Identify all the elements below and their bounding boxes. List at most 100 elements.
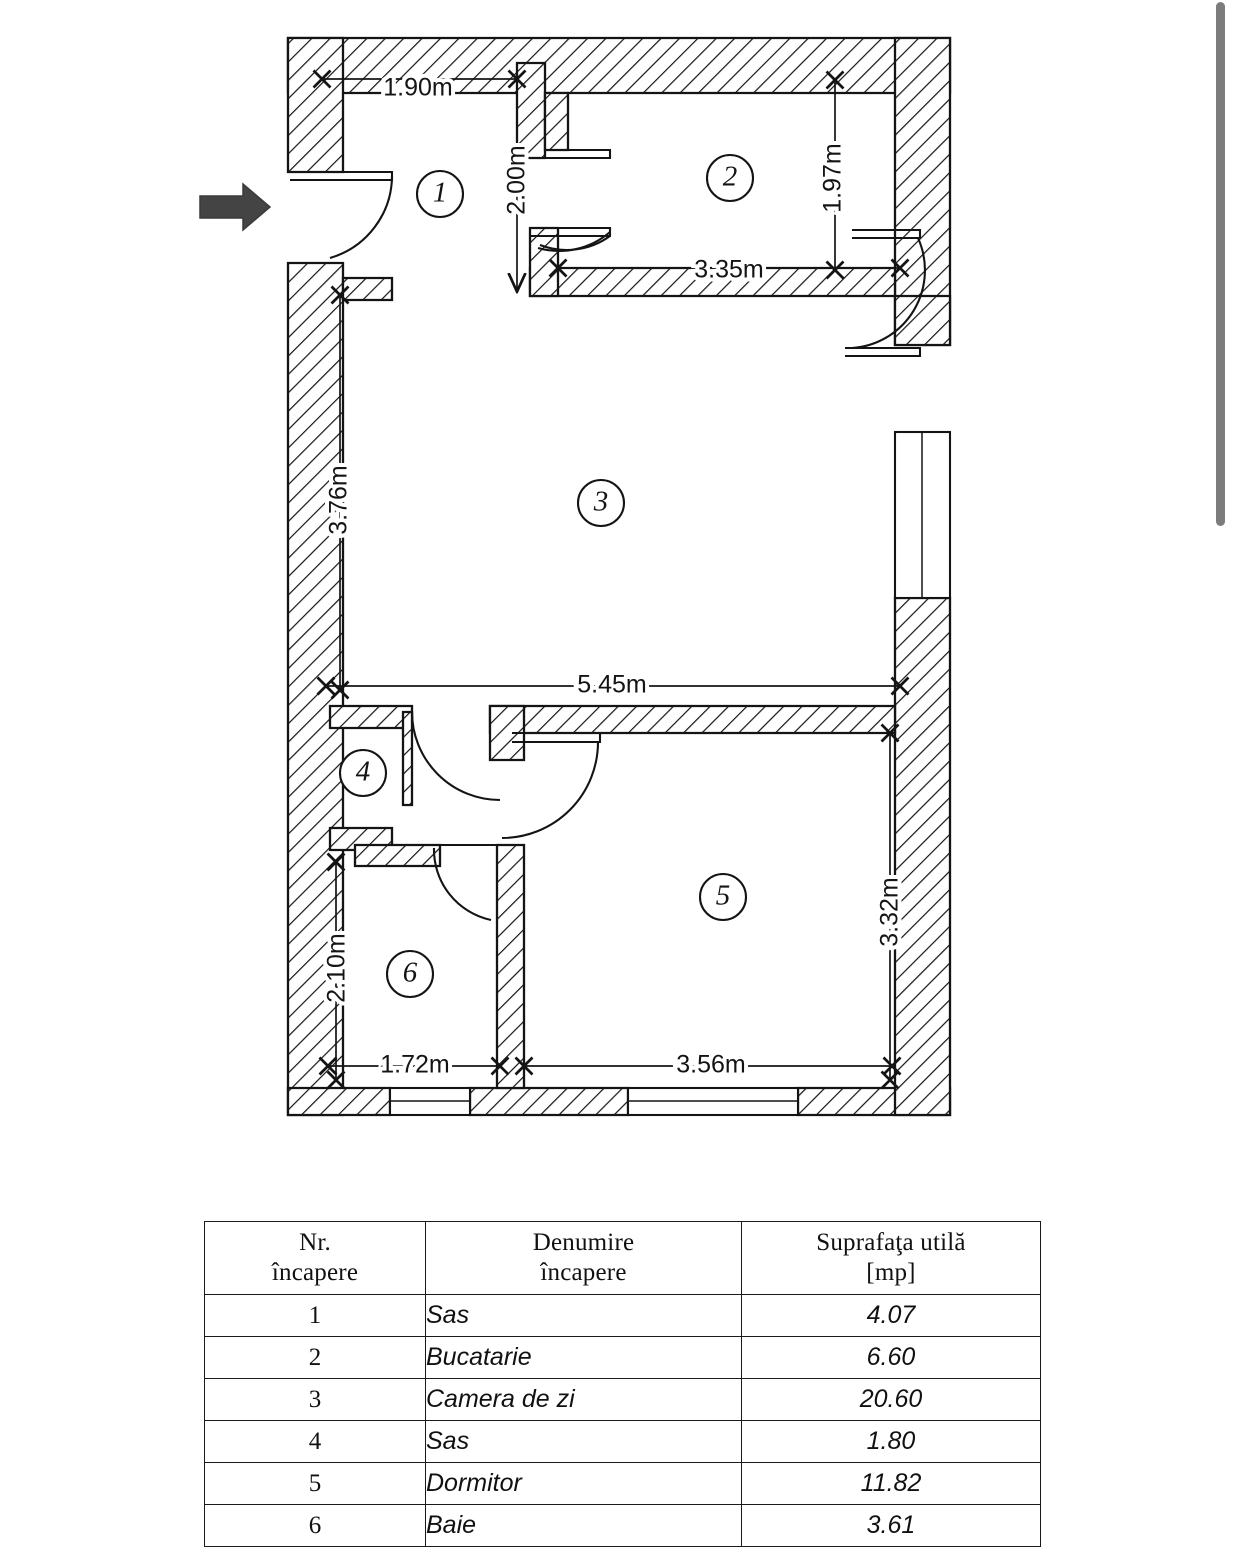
room-number-label: 2 <box>723 161 738 193</box>
dimension-label-halo: 3.76m <box>325 465 353 534</box>
dimension-label: 1.72m <box>380 1051 449 1079</box>
door-swings-group <box>329 175 926 922</box>
wall-room1-room2-jog <box>543 91 570 152</box>
dimension-lines-group <box>312 69 910 1090</box>
dimension-label-halo: 5.45m <box>577 671 646 699</box>
wall-room5-top-jog <box>488 704 526 762</box>
room-number-label: 1 <box>433 177 448 209</box>
wall-exterior-right-bottom <box>893 596 952 1117</box>
dimension-label-halo: 3.56m <box>676 1051 745 1079</box>
wall-room2-right <box>893 294 952 347</box>
header-area-line1: Suprafaţa utilă <box>816 1228 966 1256</box>
dimension-label: 3.56m <box>676 1051 745 1079</box>
room-number-circle <box>385 949 435 999</box>
room-number-label: 5 <box>716 880 731 912</box>
header-cell-nr: Nr. încapere <box>204 1221 426 1295</box>
room-number-circle <box>576 478 626 528</box>
cell-room-area: 4.07 <box>741 1294 1041 1337</box>
scrollbar-track[interactable] <box>1216 0 1234 1538</box>
wall-room4-bottom-b <box>353 843 442 868</box>
cell-room-area: 20.60 <box>741 1378 1041 1421</box>
windows-group <box>388 430 952 1117</box>
cell-room-number: 4 <box>204 1420 426 1463</box>
room-number-label: 3 <box>593 486 609 518</box>
dimension-label: 2.10m <box>323 933 351 1002</box>
dimension-label: 1.97m <box>819 143 847 212</box>
wall-room3-bottom <box>488 704 897 735</box>
cell-room-area: 1.80 <box>741 1420 1041 1463</box>
room-number-circle <box>698 872 748 922</box>
interior-walls-group <box>328 61 952 1090</box>
cell-room-number: 2 <box>204 1336 426 1379</box>
cell-room-area: 3.61 <box>741 1504 1041 1547</box>
cell-room-number: 6 <box>204 1504 426 1547</box>
table-header-row: Nr. încapere Denumire încapere Suprafaţa… <box>204 1221 1041 1295</box>
dimension-label: 3.76m <box>325 465 353 534</box>
room-number-label: 6 <box>403 957 418 989</box>
room-number-circle <box>415 169 465 219</box>
entrance-arrow-icon <box>199 182 272 232</box>
door-swing-room5 <box>501 741 600 840</box>
room-number-label: 4 <box>356 756 371 788</box>
wall-room1-bottom-stub <box>341 276 394 302</box>
header-name-line2: încapere <box>540 1259 627 1286</box>
room-number-circle <box>705 153 755 203</box>
dimension-label: 3.35m <box>694 256 763 284</box>
wall-room2-left-stub <box>528 226 560 298</box>
door-swing-room2-right <box>851 237 926 350</box>
dimension-label: 1.90m <box>383 74 452 102</box>
cell-room-name: Bucatarie <box>425 1336 742 1379</box>
wall-exterior-bottom-1 <box>286 1086 392 1117</box>
wall-room4-top <box>328 704 414 730</box>
cell-room-name: Camera de zi <box>425 1378 742 1421</box>
dimension-label: 3.32m <box>876 877 904 946</box>
cell-room-area: 6.60 <box>741 1336 1041 1379</box>
wall-exterior-left-upper <box>286 36 345 174</box>
header-name-line1: Denumire <box>532 1228 635 1256</box>
wall-exterior-bottom-2 <box>468 1086 630 1117</box>
cell-room-number: 1 <box>204 1294 426 1337</box>
dimension-label: 5.45m <box>577 671 646 699</box>
floor-plan-svg: 1.90m1.90m2.00m2.00m1.97m1.97m3.35m3.35m… <box>199 36 952 1117</box>
door-swing-entry <box>329 175 394 260</box>
cell-room-name: Sas <box>425 1420 742 1463</box>
cell-room-number: 5 <box>204 1462 426 1505</box>
dimension-label: 2.00m <box>503 145 531 214</box>
cell-room-number: 3 <box>204 1378 426 1421</box>
dimension-label-halo: 3.35m <box>694 256 763 284</box>
cell-room-name: Sas <box>425 1294 742 1337</box>
wall-room6-room5 <box>495 843 526 1090</box>
header-nr-line2: încapere <box>271 1259 359 1286</box>
walls-group <box>286 36 952 1117</box>
wall-room4-right <box>401 710 414 807</box>
dimension-label-halo: 1.90m <box>383 74 452 102</box>
door-swing-room4 <box>410 711 501 802</box>
cell-room-name: Baie <box>425 1504 742 1547</box>
header-area-line2: [mp] <box>866 1259 916 1286</box>
cell-room-area: 11.82 <box>741 1462 1041 1505</box>
cell-room-name: Dormitor <box>425 1462 742 1505</box>
dimension-label-halo: 3.32m <box>876 877 904 946</box>
header-cell-name: Denumire încapere <box>425 1221 742 1295</box>
dimension-label-halo: 1.97m <box>819 143 847 212</box>
header-cell-area: Suprafaţa utilă [mp] <box>741 1221 1041 1295</box>
wall-room1-room2 <box>515 61 547 160</box>
header-nr-line1: Nr. <box>299 1228 331 1256</box>
dimension-label-halo: 1.72m <box>380 1051 449 1079</box>
door-swing-room6 <box>432 847 492 922</box>
room-number-bubbles-group: 1 2 3 4 5 6 <box>338 153 755 999</box>
dimension-label-halo: 2.00m <box>503 145 531 214</box>
room-schedule-table: Nr. încapere Denumire încapere Suprafaţa… <box>204 1221 1041 1547</box>
scrollbar-thumb[interactable] <box>1216 2 1225 526</box>
room-number-circle <box>338 748 388 798</box>
door-swing-kitchen-arc <box>537 231 611 252</box>
